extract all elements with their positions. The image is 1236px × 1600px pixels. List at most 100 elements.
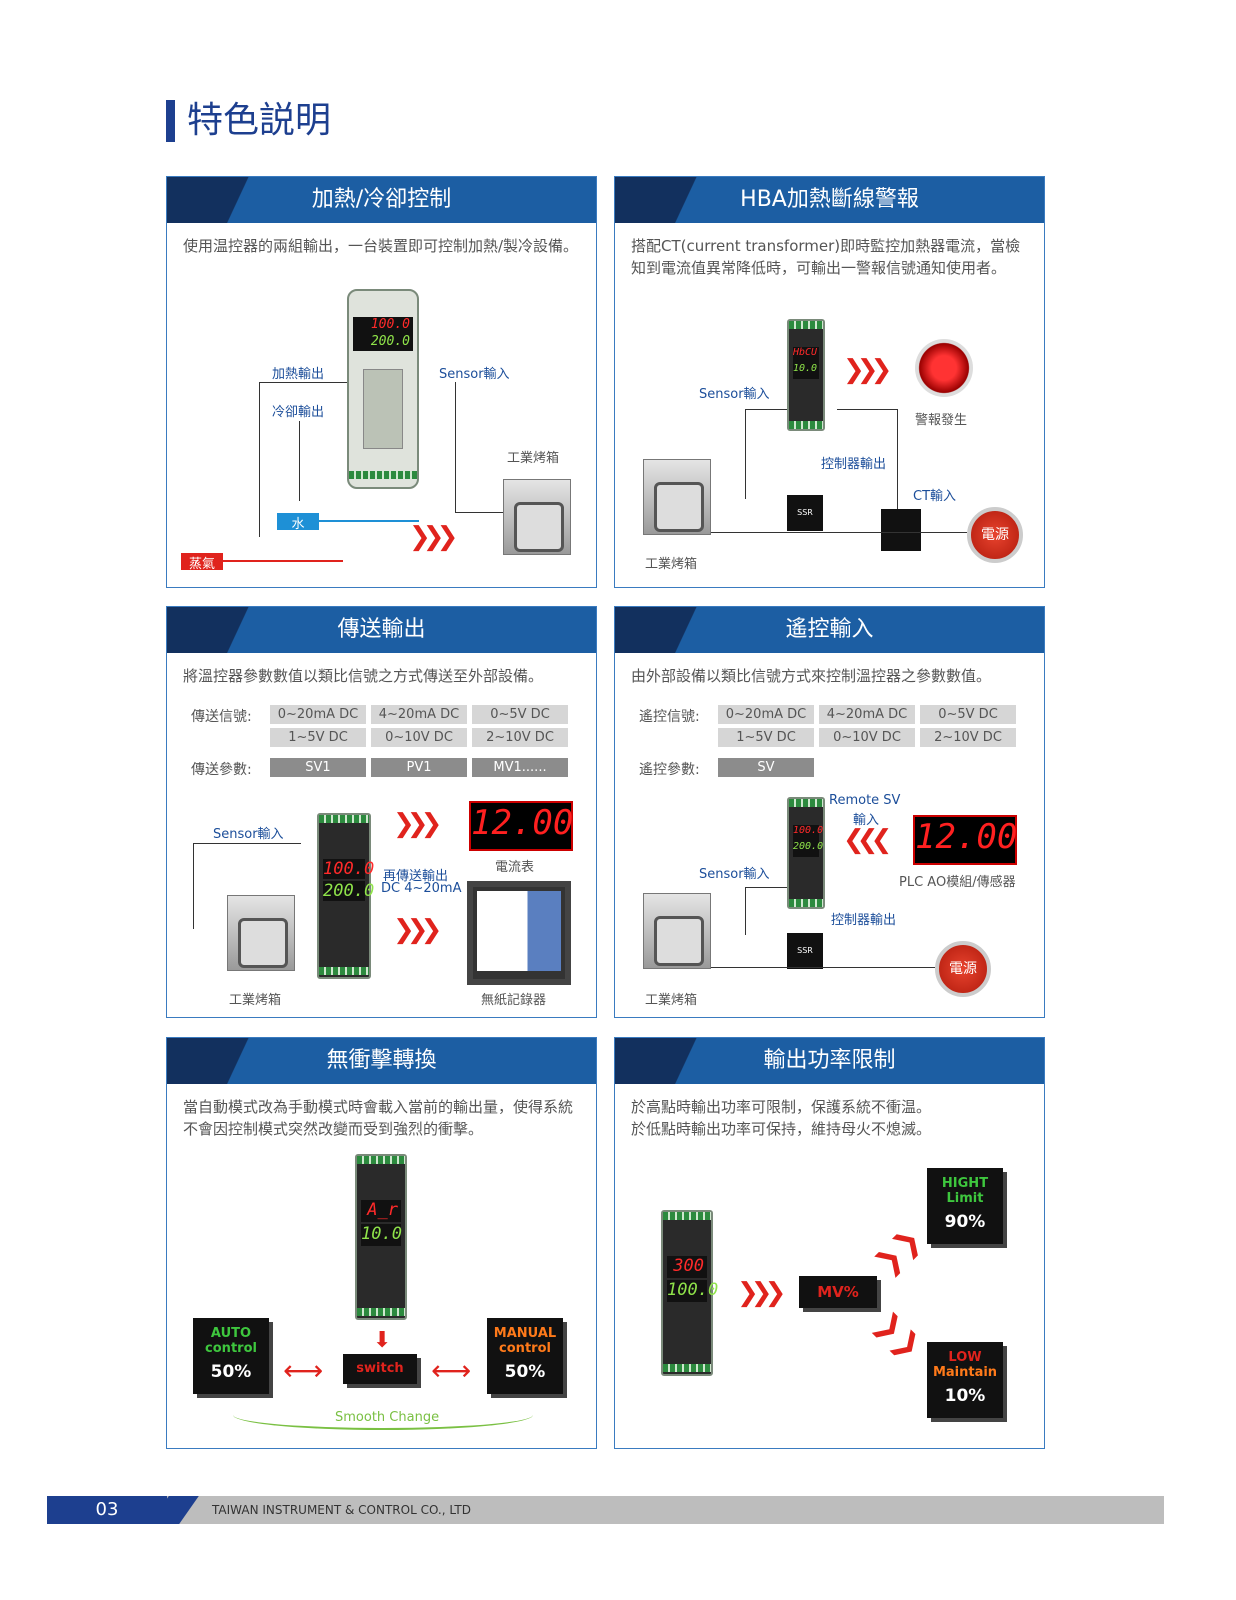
manual-sub: control xyxy=(499,1341,551,1356)
flow-arrows-left-icon: ❮❮❮ xyxy=(843,825,892,855)
param-label: 傳送參數: xyxy=(191,762,252,778)
ct-sensor-image xyxy=(881,509,921,551)
panel-desc: 使用温控器的兩組輸出，一台裝置即可控制加熱/製冷設備。 xyxy=(183,237,579,255)
label-oven: 工業烤箱 xyxy=(507,451,560,466)
signal-chip: 1~5V DC xyxy=(270,728,366,747)
power-icon: 電源 xyxy=(935,941,991,997)
high-pct: 90% xyxy=(944,1212,986,1232)
label-recorder: 無紙記錄器 xyxy=(481,993,547,1008)
pv-display: 100.0 xyxy=(793,825,823,841)
signal-chip: 4~20mA DC xyxy=(819,705,915,724)
oven-image xyxy=(503,479,571,555)
param-chip: MV1...... xyxy=(472,758,568,777)
label-heat-out: 加熱輸出 xyxy=(272,367,325,382)
panel-bumpless: 無衝擊轉換 當自動模式改為手動模式時會載入當前的輸出量，使得系統不會因控制模式突… xyxy=(166,1037,597,1449)
param-chip: SV1 xyxy=(270,758,366,777)
smooth-curve xyxy=(233,1400,533,1430)
sv-display: 100.0 xyxy=(667,1280,719,1302)
mv-box: MV% xyxy=(799,1276,877,1308)
pv-display: 100.0 xyxy=(323,859,375,879)
low-pct: 10% xyxy=(944,1386,986,1406)
signal-chip: 0~5V DC xyxy=(920,705,1016,724)
label-alarm: 警報發生 xyxy=(915,413,968,428)
sv-display: 10.0 xyxy=(361,1224,402,1246)
recorder-image xyxy=(467,881,571,985)
label-ctrl-out: 控制器輸出 xyxy=(831,913,897,928)
controller-image: A_r 10.0 xyxy=(355,1154,407,1320)
oven-image xyxy=(227,895,295,971)
double-arrow-icon: ⟷ xyxy=(431,1354,472,1387)
auto-label: AUTO xyxy=(210,1326,252,1341)
down-arrows-icon: ❯❯ xyxy=(867,1305,929,1366)
pv-display: 300 xyxy=(667,1256,707,1278)
meter-value: 12.00 xyxy=(915,817,1018,857)
auto-pct: 50% xyxy=(210,1362,252,1382)
flow-arrows-icon: ❯❯❯ xyxy=(737,1278,786,1308)
label-plc: PLC AO模組/傳感器 xyxy=(899,875,1016,890)
panel-title: 無衝擊轉換 xyxy=(167,1038,596,1084)
manual-pct: 50% xyxy=(504,1362,546,1382)
param-chip: PV1 xyxy=(371,758,467,777)
flow-arrows-icon: ❯❯❯ xyxy=(843,355,892,385)
panel-title: 遙控輸入 xyxy=(615,607,1044,653)
ssr-image: SSR xyxy=(787,495,823,531)
water-label: 水 xyxy=(277,513,319,532)
plc-display: 12.00mA xyxy=(913,815,1028,865)
label-ammeter: 電流表 xyxy=(495,860,535,875)
panel-hba: HBA加熱斷線警報 搭配CT(current transformer)即時監控加… xyxy=(614,176,1045,588)
signal-chip: 0~10V DC xyxy=(371,728,467,747)
meter-value: 12.00 xyxy=(471,803,574,843)
pv-display: HbCU xyxy=(793,347,819,363)
label-retrans-range: DC 4~20mA xyxy=(381,881,462,896)
auto-control-box: AUTO control 50% xyxy=(193,1318,269,1394)
signal-chip: 0~5V DC xyxy=(472,705,568,724)
label-oven: 工業烤箱 xyxy=(229,993,282,1008)
sv-display: 10.0 xyxy=(793,363,819,379)
panel-title: 加熱/冷卻控制 xyxy=(167,177,596,223)
controller-image: HbCU 10.0 xyxy=(787,319,825,431)
sv-display: 200.0 xyxy=(793,841,823,857)
panel-desc: 將溫控器參數數值以類比信號之方式傳送至外部設備。 xyxy=(183,667,544,685)
low-maintain-box: LOW Maintain 10% xyxy=(927,1342,1003,1418)
sv-display: 200.0 xyxy=(353,334,413,351)
manual-control-box: MANUAL control 50% xyxy=(487,1318,563,1394)
label-ctrl-out: 控制器輸出 xyxy=(821,457,887,472)
ssr-image: SSR xyxy=(787,933,823,969)
signal-label: 傳送信號: xyxy=(191,709,252,725)
low-sub: Maintain xyxy=(932,1365,998,1380)
page-title: 特色説明 xyxy=(166,100,331,142)
double-arrow-icon: ⟷ xyxy=(283,1354,324,1387)
signal-chip: 0~20mA DC xyxy=(270,705,366,724)
signal-chip: 0~20mA DC xyxy=(718,705,814,724)
company-name: TAIWAN INSTRUMENT & CONTROL CO., LTD xyxy=(212,1503,471,1517)
steam-label: 蒸氣 xyxy=(181,553,223,572)
label-sensor-in: Sensor輸入 xyxy=(699,867,770,882)
signal-chip: 4~20mA DC xyxy=(371,705,467,724)
pv-display: 100.0 xyxy=(353,317,413,334)
high-sub: Limit xyxy=(946,1191,984,1206)
label-retrans-out: 再傳送輸出 xyxy=(383,869,449,884)
label-oven: 工業烤箱 xyxy=(645,993,698,1008)
page-number: 03 xyxy=(47,1496,167,1524)
signal-chip: 2~10V DC xyxy=(920,728,1016,747)
oven-image xyxy=(643,459,711,535)
low-label: LOW xyxy=(948,1350,982,1365)
label-ct-in: CT輸入 xyxy=(913,489,957,504)
auto-sub: control xyxy=(205,1341,257,1356)
controller-image: 100.0 200.0 xyxy=(317,813,375,979)
panel-desc: 由外部設備以類比信號方式來控制溫控器之參數數值。 xyxy=(631,667,992,685)
panel-title: HBA加熱斷線警報 xyxy=(615,177,1044,223)
high-limit-box: HIGHT Limit 90% xyxy=(927,1168,1003,1244)
flow-arrows-icon: ❯❯❯ xyxy=(393,809,442,839)
label-sensor-in: Sensor輸入 xyxy=(699,387,770,402)
meter-unit: mA xyxy=(1017,841,1029,851)
panel-retransmission: 傳送輸出 將溫控器參數數值以類比信號之方式傳送至外部設備。 傳送信號: 0~20… xyxy=(166,606,597,1018)
flow-arrows-icon: ❯❯❯ xyxy=(393,915,442,945)
signal-chip: 0~10V DC xyxy=(819,728,915,747)
controller-image: 100.0 200.0 xyxy=(347,289,419,489)
flow-arrows-icon: ❯❯❯ xyxy=(409,522,458,552)
footer: 03 TAIWAN INSTRUMENT & CONTROL CO., LTD xyxy=(47,1496,1164,1524)
power-icon: 電源 xyxy=(967,507,1023,563)
label-cool-out: 冷卻輸出 xyxy=(272,405,325,420)
down-arrow-icon: ⬇ xyxy=(373,1328,392,1353)
